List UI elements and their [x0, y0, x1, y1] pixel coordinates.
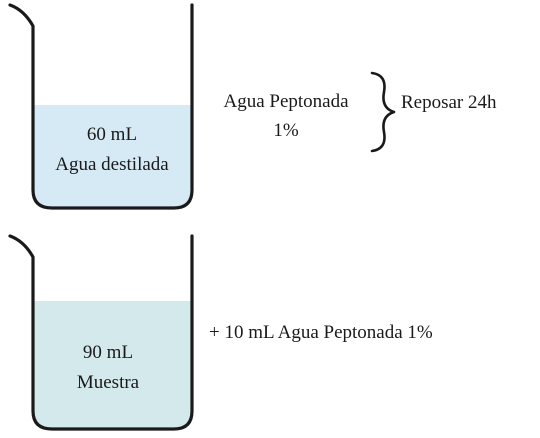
beaker-bottom-outline — [8, 234, 194, 431]
addition-label: + 10 mL Agua Peptonada 1% — [209, 322, 433, 343]
step-label: Reposar 24h — [401, 92, 497, 113]
reagent-label-line1: Agua Peptonada — [223, 91, 349, 112]
beaker-top-liquid — [33, 105, 192, 208]
beaker-top: 60 mL Agua destilada — [8, 3, 194, 210]
beaker-bottom-volume: 90 mL — [83, 342, 133, 363]
beaker-top-outline — [8, 3, 194, 210]
reagent-label-line2: 1% — [273, 120, 299, 141]
curly-brace — [370, 71, 396, 153]
beaker-top-volume: 60 mL — [87, 124, 137, 145]
beaker-bottom-content: Muestra — [77, 372, 140, 393]
beaker-bottom: 90 mL Muestra — [8, 234, 194, 431]
beaker-bottom-liquid — [33, 301, 192, 429]
beaker-top-content: Agua destilada — [55, 154, 169, 175]
